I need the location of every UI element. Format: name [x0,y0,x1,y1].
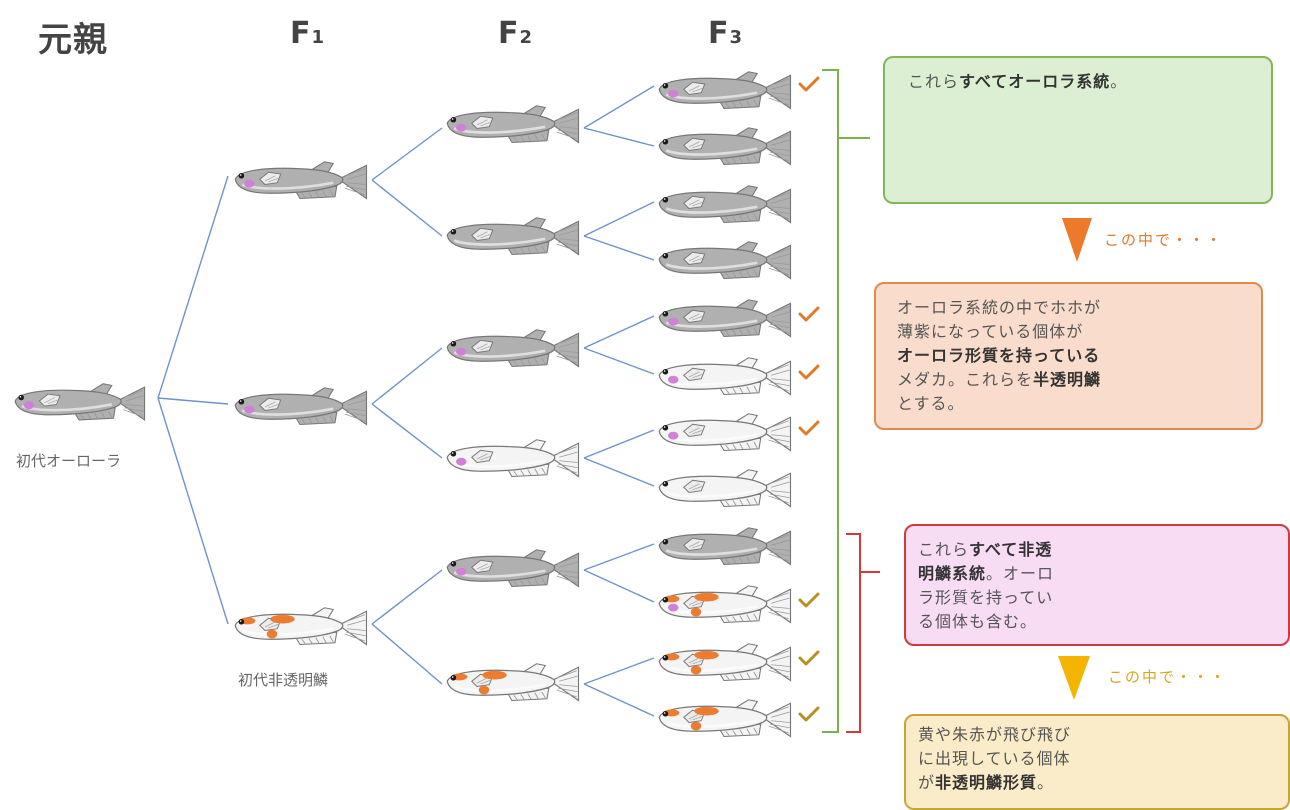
checkmark-icon [798,364,820,380]
tree-line [157,175,229,399]
tree-line [157,397,229,405]
tree-line [583,657,655,685]
tree-line [583,543,655,571]
box-aurora-trait [874,282,1263,430]
tree-line [371,403,443,459]
tree-line [371,623,443,685]
tree-line [583,127,655,147]
tree-line [583,569,655,603]
cue-yellow: この中で・・・ [1108,668,1228,686]
medaka-fish-icon [657,642,792,682]
header-f3: F3 [708,16,742,51]
medaka-fish-icon [657,298,792,338]
header-f1-sub: 1 [311,27,325,48]
header-f2-sub: 2 [519,27,533,48]
tree-line [371,179,443,237]
tree-lines [157,85,655,717]
tree-line [583,429,655,459]
label-f1-nontransparent: 初代非透明鱗 [238,671,329,689]
tree-line [583,315,655,349]
checkmark-icon [798,650,820,666]
medaka-fish-icon [657,526,792,566]
box-nontransparent-trait-text: 黄や朱赤が飛び飛び に出現している個体 が非透明鱗形質。 [918,725,1072,792]
down-triangle-icon [1058,656,1090,700]
box-nontransparent-lines-text: これらすべて非透 明鱗系統。オーロ ラ形質を持ってい る個体も含む。 [918,540,1055,631]
tree-line [371,127,443,181]
medaka-fish-icon [233,386,368,426]
medaka-fish-icon [657,70,792,110]
medaka-fish-icon [13,382,146,422]
medaka-fish-icon [657,468,792,508]
bracket-red [846,533,880,733]
medaka-fish-icon [445,328,580,368]
medaka-fish-icon [657,126,792,166]
checkmark-icon [798,306,820,322]
cue-orange: この中で・・・ [1104,231,1224,249]
medaka-fish-icon [657,584,792,624]
medaka-fish-icon [657,698,792,738]
checkmark-icon [798,592,820,608]
medaka-fish-icon [233,160,368,200]
brackets [822,69,880,733]
header-f2-letter: F [498,16,520,51]
tree-line [583,683,655,717]
medaka-fish-icon [657,412,792,452]
header-parent: 元親 [38,20,108,60]
box-nontransparent-lines [904,524,1290,646]
medaka-fish-icon [445,438,580,478]
medaka-fish-icon [657,240,792,280]
tree-line [583,457,655,487]
label-parent-aurora: 初代オーローラ [16,452,122,470]
tree-line [583,235,655,261]
tree-line [371,569,443,625]
medaka-fish-icon [445,662,580,702]
header-f2: F2 [498,16,532,51]
medaka-fish-icon [445,216,580,256]
tree-line [157,397,229,625]
medaka-fish-icon [657,356,792,396]
box-aurora-lines [883,56,1273,204]
header-f1: F1 [290,16,324,51]
checkmark-icon [798,706,820,722]
box-aurora-lines-text: これらすべてオーロラ系統。 [908,72,1128,91]
medaka-fish-icon [233,606,368,646]
checkmark-icon [798,76,820,92]
medaka-fish-icon [445,104,580,144]
header-f3-letter: F [708,16,730,51]
down-triangle-icon [1062,218,1092,262]
medaka-fish-icon [445,548,580,588]
arrows [1058,218,1092,700]
tree-line [583,85,655,129]
header-f3-sub: 3 [729,27,743,48]
tree-line [371,347,443,405]
box-aurora-trait-text: オーロラ系統の中でホホが 薄紫になっている個体が オーロラ形質を持っている メダ… [897,298,1102,413]
header-f1-letter: F [290,16,312,51]
tree-line [583,347,655,375]
bracket-green [822,69,870,733]
checkmark-icon [798,420,820,436]
checkmarks [798,76,820,722]
medaka-fish-icon [657,184,792,224]
tree-line [583,201,655,237]
